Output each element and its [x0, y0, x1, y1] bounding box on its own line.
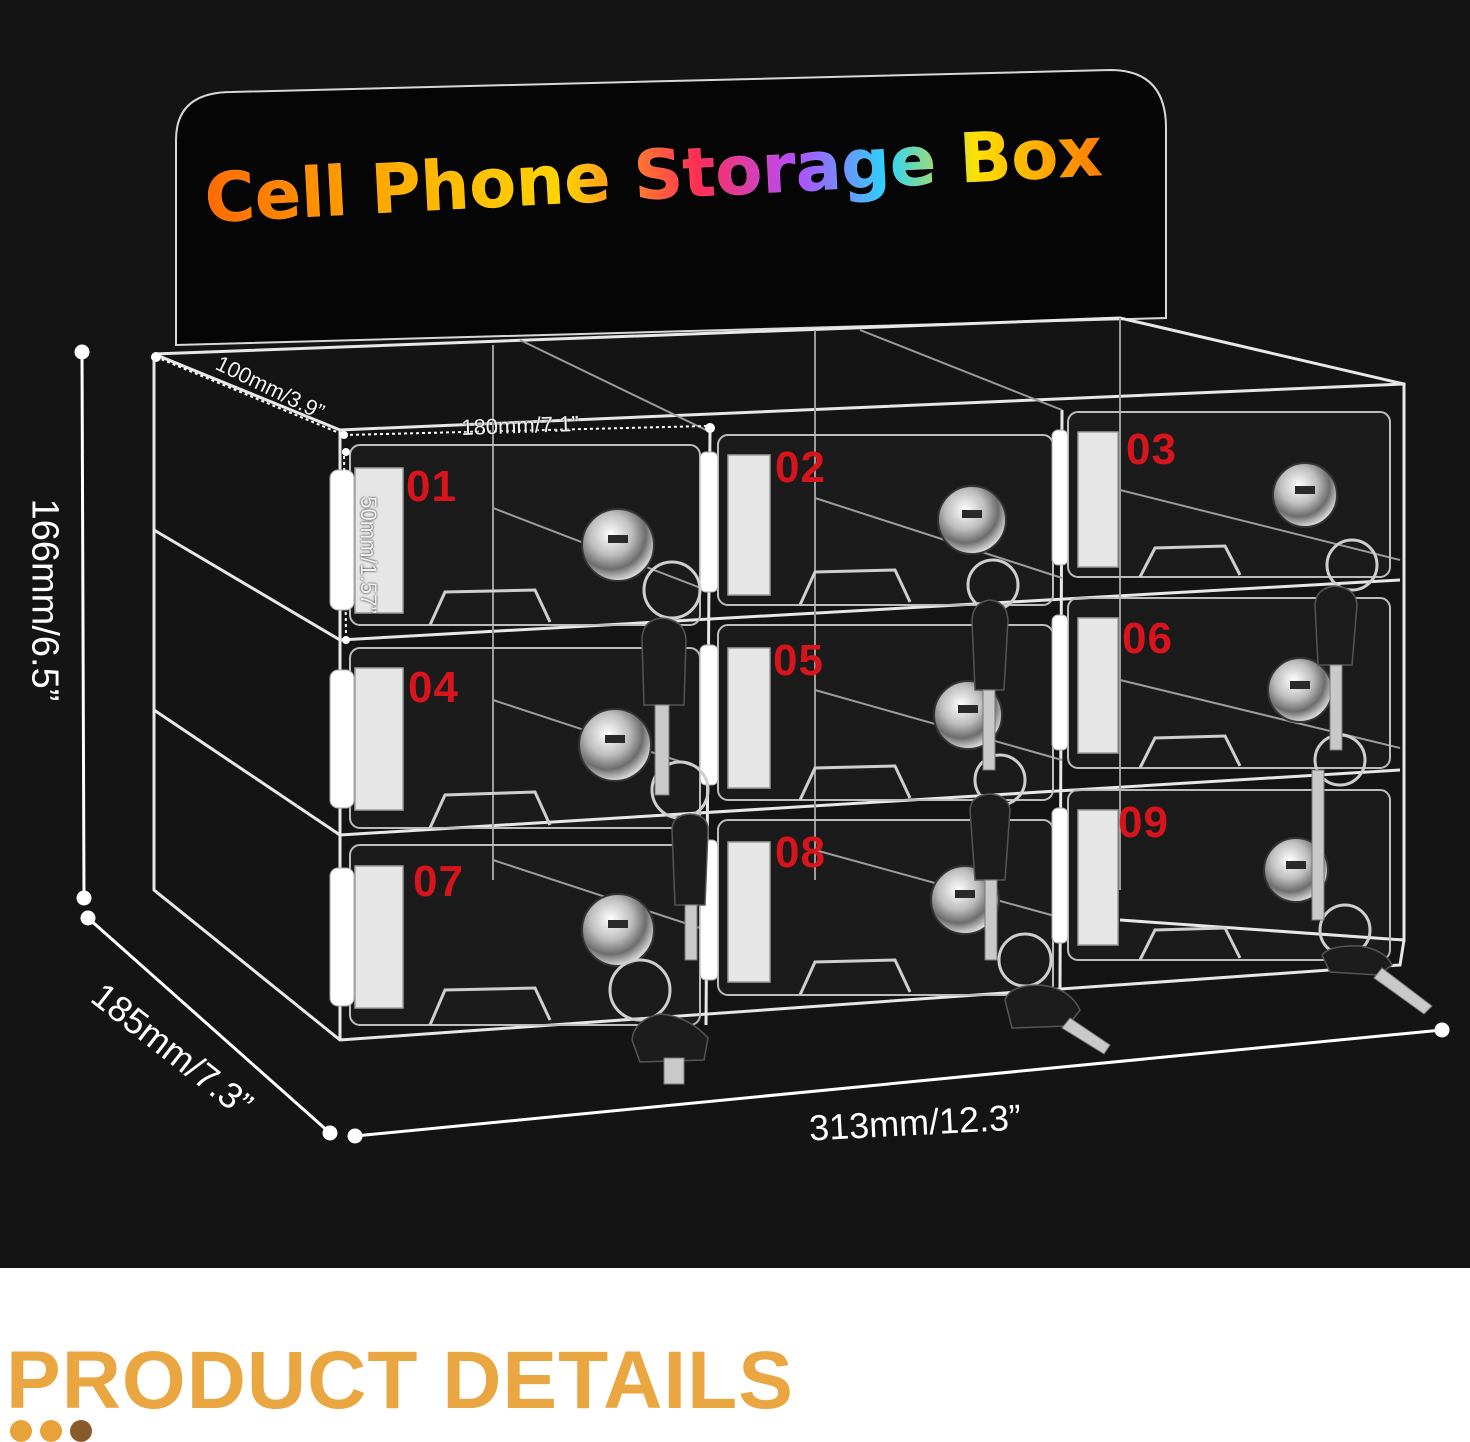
- compartment-width-label: 180mm/7.1”: [460, 410, 580, 441]
- compartment-number: 03: [1126, 425, 1177, 474]
- compartment-number: 09: [1118, 798, 1169, 847]
- finger-notches: [428, 544, 1242, 1026]
- compartment-number: 01: [406, 462, 457, 511]
- compartment-number: 06: [1122, 614, 1173, 663]
- back-panel: [175, 68, 1167, 347]
- doors: [349, 411, 1391, 1026]
- hinges: [354, 431, 1119, 1009]
- keys: [631, 585, 1433, 1085]
- interior-dividers: [492, 318, 1401, 931]
- compartment-dimension-dots: [151, 352, 715, 644]
- compartment-dimension-lines: [155, 356, 707, 641]
- compartment-number: 04: [408, 663, 459, 712]
- dimension-lines: [74, 344, 1450, 1144]
- hinge-knuckles: [329, 429, 1069, 1007]
- section-heading: PRODUCT DETAILS: [6, 1335, 794, 1426]
- product-photo: Cell Phone Storage Box 01 02 03 04 05 06…: [0, 0, 1470, 1268]
- compartment-number: 07: [413, 857, 464, 906]
- compartment-number: 02: [775, 443, 826, 492]
- compartment-number: 05: [773, 636, 824, 685]
- product-details-section: PRODUCT DETAILS: [0, 1268, 1470, 1442]
- dot-icon: [10, 1420, 32, 1442]
- height-dimension-label: 166mm/6.5”: [23, 498, 66, 702]
- dot-icon: [40, 1420, 62, 1442]
- cam-locks: [578, 462, 1338, 967]
- dot-icon: [70, 1420, 92, 1442]
- compartment-height-label: 50mm/1.57”: [356, 496, 381, 614]
- compartment-number: 08: [775, 828, 826, 877]
- storage-box-illustration: [74, 68, 1450, 1144]
